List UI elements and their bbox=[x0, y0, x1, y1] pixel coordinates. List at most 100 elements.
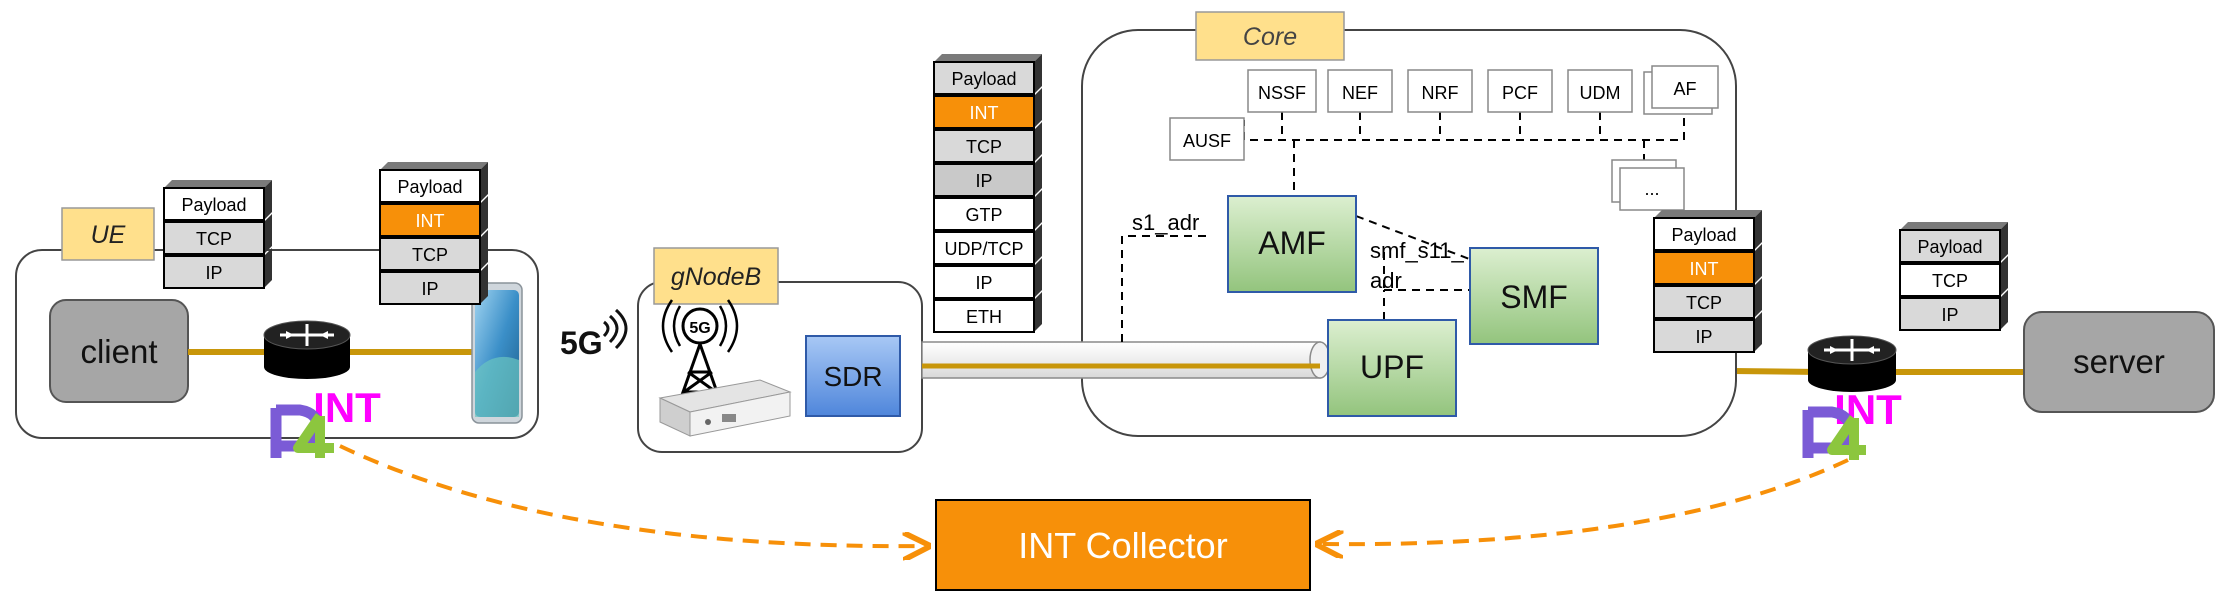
core-label-box bbox=[1195, 11, 1345, 61]
smf-label: SMF bbox=[1500, 279, 1568, 315]
svg-text:INT: INT bbox=[1690, 259, 1719, 279]
radio-5g-label: 5G bbox=[560, 325, 603, 361]
core-nf-af[interactable]: AF bbox=[1643, 65, 1719, 115]
int-collector-label: INT Collector bbox=[1018, 525, 1227, 566]
packet-layer: TCP bbox=[1899, 256, 2008, 297]
sdr-box[interactable] bbox=[805, 335, 901, 417]
cell-tower-icon: 5G bbox=[661, 299, 739, 413]
packet-layer: GTP bbox=[933, 190, 1042, 231]
amf-label: AMF bbox=[1258, 225, 1326, 261]
svg-text:Payload: Payload bbox=[1671, 225, 1736, 245]
packet-layer-int: INT bbox=[1653, 244, 1762, 285]
svg-text:NEF: NEF bbox=[1342, 83, 1378, 103]
ue-packet-stack-left: Payload TCP IP bbox=[163, 180, 272, 289]
packet-layer: Payload bbox=[379, 162, 488, 203]
svg-text:Payload: Payload bbox=[397, 177, 462, 197]
server-box[interactable] bbox=[2023, 311, 2215, 413]
gtp-tunnel bbox=[921, 341, 1331, 379]
svg-text:TCP: TCP bbox=[1686, 293, 1722, 313]
packet-layer: IP bbox=[933, 258, 1042, 299]
int-collector-box[interactable] bbox=[935, 499, 1311, 591]
svg-text:IP: IP bbox=[421, 279, 438, 299]
svg-text:TCP: TCP bbox=[196, 229, 232, 249]
svg-text:UDP/TCP: UDP/TCP bbox=[944, 239, 1023, 259]
svg-text:IP: IP bbox=[1695, 327, 1712, 347]
svg-text:ETH: ETH bbox=[966, 307, 1002, 327]
smartphone-icon bbox=[471, 282, 523, 424]
core-nf-nef[interactable]: NEF bbox=[1327, 69, 1393, 113]
svg-text:IP: IP bbox=[1941, 305, 1958, 325]
packet-layer: IP bbox=[933, 156, 1042, 197]
ue-packet-stack-right: Payload INT TCP IP bbox=[379, 162, 488, 305]
client-label: client bbox=[80, 333, 157, 370]
core-nf-ausf[interactable]: AUSF bbox=[1169, 117, 1245, 161]
core-nf-nrf[interactable]: NRF bbox=[1407, 69, 1473, 113]
server-packet-stack-plain: Payload TCP IP bbox=[1899, 222, 2008, 331]
packet-layer: IP bbox=[379, 264, 488, 305]
ue-to-collector-arrow bbox=[339, 444, 928, 546]
svg-text:TCP: TCP bbox=[412, 245, 448, 265]
ue-p4-logo bbox=[270, 404, 334, 458]
svg-text:AF: AF bbox=[1673, 79, 1696, 99]
packet-layer: Payload bbox=[1653, 210, 1762, 251]
core-nf-udm[interactable]: UDM bbox=[1567, 69, 1633, 113]
svg-text:IP: IP bbox=[975, 273, 992, 293]
smf-s11-label-line2: adr bbox=[1370, 268, 1402, 293]
gnodeb-packet-stack: Payload INT TCP IP GTP UDP/TCP IP ETH bbox=[933, 54, 1042, 333]
server-label: server bbox=[2073, 343, 2165, 380]
svg-text:TCP: TCP bbox=[1932, 271, 1968, 291]
packet-layer: IP bbox=[1653, 312, 1762, 353]
packet-layer: IP bbox=[163, 248, 272, 289]
svg-text:TCP: TCP bbox=[966, 137, 1002, 157]
svg-text:...: ... bbox=[1644, 179, 1659, 199]
server-packet-stack-int: Payload INT TCP IP bbox=[1653, 210, 1762, 353]
svg-text:INT: INT bbox=[416, 211, 445, 231]
gnodeb-label: gNodeB bbox=[671, 263, 761, 291]
svg-text:IP: IP bbox=[205, 263, 222, 283]
smf-box[interactable] bbox=[1469, 247, 1599, 345]
core-nf-nssf[interactable]: NSSF bbox=[1247, 69, 1317, 113]
packet-layer: UDP/TCP bbox=[933, 224, 1042, 265]
core-nf-more[interactable]: ... bbox=[1611, 159, 1685, 211]
packet-layer: TCP bbox=[933, 122, 1042, 163]
svg-text:UDM: UDM bbox=[1580, 83, 1621, 103]
packet-layer: Payload bbox=[933, 54, 1042, 95]
amf-box[interactable] bbox=[1227, 195, 1357, 293]
svg-text:INT: INT bbox=[970, 103, 999, 123]
packet-layer: Payload bbox=[1899, 222, 2008, 263]
core-nf-pcf[interactable]: PCF bbox=[1487, 69, 1553, 113]
svg-text:IP: IP bbox=[975, 171, 992, 191]
svg-text:Payload: Payload bbox=[1917, 237, 1982, 257]
s1-adr-label: s1_adr bbox=[1132, 210, 1199, 235]
packet-layer: IP bbox=[1899, 290, 2008, 331]
svg-text:AUSF: AUSF bbox=[1183, 131, 1231, 151]
ue-label: UE bbox=[91, 221, 126, 249]
ue-router-icon bbox=[263, 320, 351, 379]
svg-text:Payload: Payload bbox=[181, 195, 246, 215]
server-to-collector-arrow bbox=[1318, 458, 1849, 544]
svg-text:NSSF: NSSF bbox=[1258, 83, 1306, 103]
packet-layer-int: INT bbox=[933, 88, 1042, 129]
packet-layer: TCP bbox=[163, 214, 272, 255]
upf-label: UPF bbox=[1360, 349, 1424, 385]
svg-text:Payload: Payload bbox=[951, 69, 1016, 89]
core-label: Core bbox=[1243, 23, 1297, 51]
control-plane-links bbox=[1121, 215, 1473, 342]
gnodeb-label-box bbox=[653, 247, 779, 305]
tower-5g-badge: 5G bbox=[689, 320, 710, 337]
sdr-label: SDR bbox=[823, 361, 882, 392]
smf-s11-label-line1: smf_s11_ bbox=[1370, 238, 1465, 263]
packet-layer: TCP bbox=[1653, 278, 1762, 319]
upf-box[interactable] bbox=[1327, 319, 1457, 417]
wireless-signal-icon bbox=[602, 308, 628, 350]
packet-layer: TCP bbox=[379, 230, 488, 271]
server-router-icon bbox=[1807, 335, 1897, 392]
svg-text:GTP: GTP bbox=[965, 205, 1002, 225]
svg-text:PCF: PCF bbox=[1502, 83, 1538, 103]
packet-layer: Payload bbox=[163, 180, 272, 221]
packet-layer: ETH bbox=[933, 292, 1042, 333]
svg-text:NRF: NRF bbox=[1422, 83, 1459, 103]
ue-label-box bbox=[61, 207, 155, 261]
sdr-hardware-icon bbox=[658, 379, 792, 437]
